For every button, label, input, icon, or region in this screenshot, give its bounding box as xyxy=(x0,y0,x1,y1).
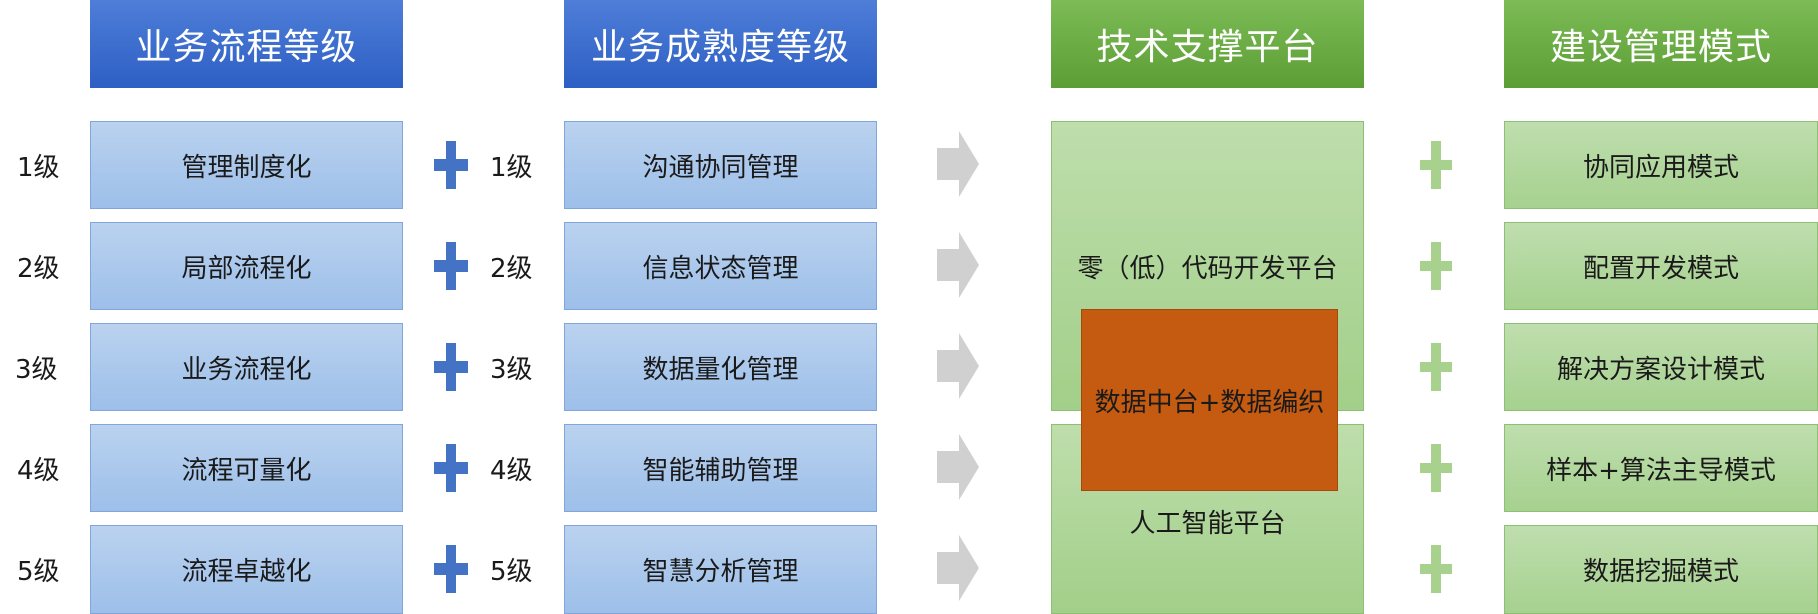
mode-item: 解决方案设计模式 xyxy=(1504,323,1818,411)
plus-icon xyxy=(434,343,468,391)
plus-icon xyxy=(434,444,468,492)
right-arrow-icon xyxy=(937,232,979,298)
process-item: 流程可量化 xyxy=(90,424,403,512)
maturity-level-label: 1级 xyxy=(490,152,533,183)
maturity-level-label: 5级 xyxy=(490,556,533,587)
mode-item: 数据挖掘模式 xyxy=(1504,525,1818,614)
process-level-label: 3级 xyxy=(15,354,58,385)
mode-item: 配置开发模式 xyxy=(1504,222,1818,310)
process-item: 流程卓越化 xyxy=(90,525,403,614)
header-maturity-level: 业务成熟度等级 xyxy=(564,0,877,88)
plus-icon xyxy=(1420,242,1452,290)
maturity-level-label: 4级 xyxy=(490,455,533,486)
process-level-label: 5级 xyxy=(17,556,60,587)
right-arrow-icon xyxy=(937,333,979,399)
plus-icon xyxy=(1420,343,1452,391)
right-arrow-icon xyxy=(937,131,979,197)
ai-platform-label: 人工智能平台 xyxy=(1129,509,1286,539)
right-arrow-icon xyxy=(937,434,979,500)
process-item: 业务流程化 xyxy=(90,323,403,411)
process-level-label: 4级 xyxy=(17,455,60,486)
mode-item: 样本+算法主导模式 xyxy=(1504,424,1818,512)
process-item: 局部流程化 xyxy=(90,222,403,310)
plus-icon xyxy=(1420,444,1452,492)
maturity-item: 数据量化管理 xyxy=(564,323,877,411)
low-code-platform-label: 零（低）代码开发平台 xyxy=(1077,254,1338,284)
process-level-label: 1级 xyxy=(17,152,60,183)
maturity-level-label: 3级 xyxy=(490,354,533,385)
plus-icon xyxy=(1420,141,1452,189)
maturity-level-label: 2级 xyxy=(490,253,533,284)
maturity-item: 沟通协同管理 xyxy=(564,121,877,209)
maturity-item: 智能辅助管理 xyxy=(564,424,877,512)
maturity-item: 智慧分析管理 xyxy=(564,525,877,614)
header-management-mode: 建设管理模式 xyxy=(1504,0,1818,88)
process-item: 管理制度化 xyxy=(90,121,403,209)
data-middle-platform-box: 数据中台+数据编织 xyxy=(1081,309,1338,491)
mode-item: 协同应用模式 xyxy=(1504,121,1818,209)
plus-icon xyxy=(1420,545,1452,593)
header-process-level: 业务流程等级 xyxy=(90,0,403,88)
right-arrow-icon xyxy=(937,535,979,601)
header-tech-platform: 技术支撑平台 xyxy=(1051,0,1364,88)
plus-icon xyxy=(434,545,468,593)
plus-icon xyxy=(434,141,468,189)
maturity-item: 信息状态管理 xyxy=(564,222,877,310)
process-level-label: 2级 xyxy=(17,253,60,284)
plus-icon xyxy=(434,242,468,290)
